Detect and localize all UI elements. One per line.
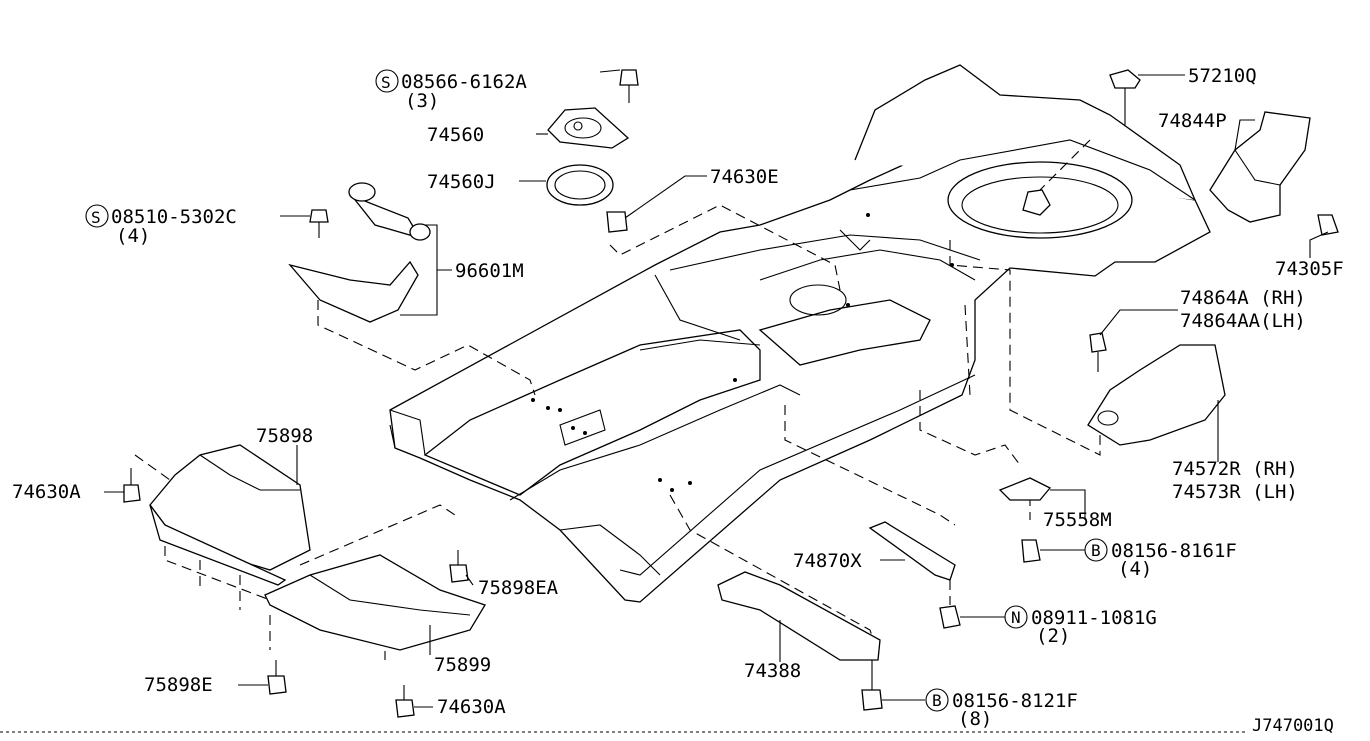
b-symbol-circle-1 (1084, 538, 1108, 562)
canister-96601M (288, 182, 431, 323)
n-symbol-letter: N (1011, 608, 1021, 627)
label-74864AA: 74864AA(LH) (1180, 310, 1306, 332)
label-75899: 75899 (434, 654, 491, 676)
label-74572R: 74572R (RH) (1172, 458, 1298, 480)
label-74870X: 74870X (793, 550, 862, 572)
label-08510-qty: (4) (116, 225, 150, 247)
symbol-circles (85, 69, 1108, 712)
s-symbol-letter-2: S (91, 208, 101, 227)
label-75898E: 75898E (144, 674, 213, 696)
label-74560J: 74560J (427, 171, 496, 193)
label-75558M: 75558M (1043, 509, 1112, 531)
bracket-75558M (998, 477, 1052, 501)
bolt-74864 (1089, 332, 1107, 372)
label-08911-1081G: 08911-1081G (1031, 607, 1157, 629)
label-08566-6162A: 08566-6162A (401, 71, 527, 93)
diagram-id: J747001Q (1252, 716, 1334, 736)
label-74630A-bottom: 74630A (437, 696, 506, 718)
clip-74305F (1317, 214, 1339, 236)
member-74388 (717, 571, 881, 661)
mount-74560 (547, 107, 630, 149)
label-08156-8121F-qty: (8) (958, 708, 992, 730)
s-symbol-letter: S (381, 73, 391, 92)
clip-75898EA (449, 550, 469, 583)
plug-57210Q (1109, 69, 1141, 125)
label-74864A: 74864A (RH) (1180, 287, 1306, 309)
cover-75898 (149, 444, 311, 586)
label-74630E: 74630E (710, 166, 779, 188)
label-75898EA: 75898EA (478, 577, 559, 599)
label-74630A-top: 74630A (12, 481, 81, 503)
label-74305F: 74305F (1275, 258, 1344, 280)
nut-08911 (939, 605, 961, 629)
n-symbol-circle (1004, 605, 1028, 629)
floor-panel (389, 64, 1211, 603)
label-08911-qty: (2) (1036, 625, 1070, 647)
bracket-74572R (1087, 344, 1226, 446)
b-symbol-letter: B (1091, 541, 1101, 560)
seal-74560J (546, 164, 614, 206)
label-08156-8121F: 08156-8121F (952, 690, 1078, 712)
label-08156-8161F-qty: (4) (1118, 558, 1152, 580)
bracket-74844P (1209, 111, 1311, 223)
label-74560: 74560 (427, 124, 484, 146)
nut-74630E (606, 211, 628, 233)
s-symbol-circle-2 (85, 204, 109, 228)
b-symbol-letter-2: B (932, 691, 942, 710)
s-symbol-circle-1 (375, 69, 399, 93)
part-labels: S 08566-6162A (3) 74560 74560J 74630E S … (12, 65, 1344, 736)
label-08510-5302C: 08510-5302C (111, 206, 237, 228)
clip-75898E (267, 660, 287, 695)
bolt-08156-8161F (1021, 539, 1041, 563)
label-74388: 74388 (744, 660, 801, 682)
bolt-74630A-top (123, 468, 141, 503)
member-74870X (868, 521, 956, 581)
b-symbol-circle-2 (925, 688, 949, 712)
label-75898: 75898 (256, 425, 313, 447)
label-74573R: 74573R (LH) (1172, 481, 1298, 503)
label-96601M: 96601M (455, 260, 524, 282)
bolt-08510 (309, 209, 329, 238)
label-74844P: 74844P (1158, 110, 1227, 132)
label-leaders (104, 69, 1329, 708)
label-08566-qty: (3) (405, 90, 439, 112)
label-57210Q: 57210Q (1188, 65, 1257, 87)
label-08156-8161F: 08156-8161F (1111, 540, 1237, 562)
bolt-08156-8121F (861, 660, 883, 711)
bolt-74630A-bottom (395, 685, 415, 718)
bolt-08566 (619, 69, 639, 103)
